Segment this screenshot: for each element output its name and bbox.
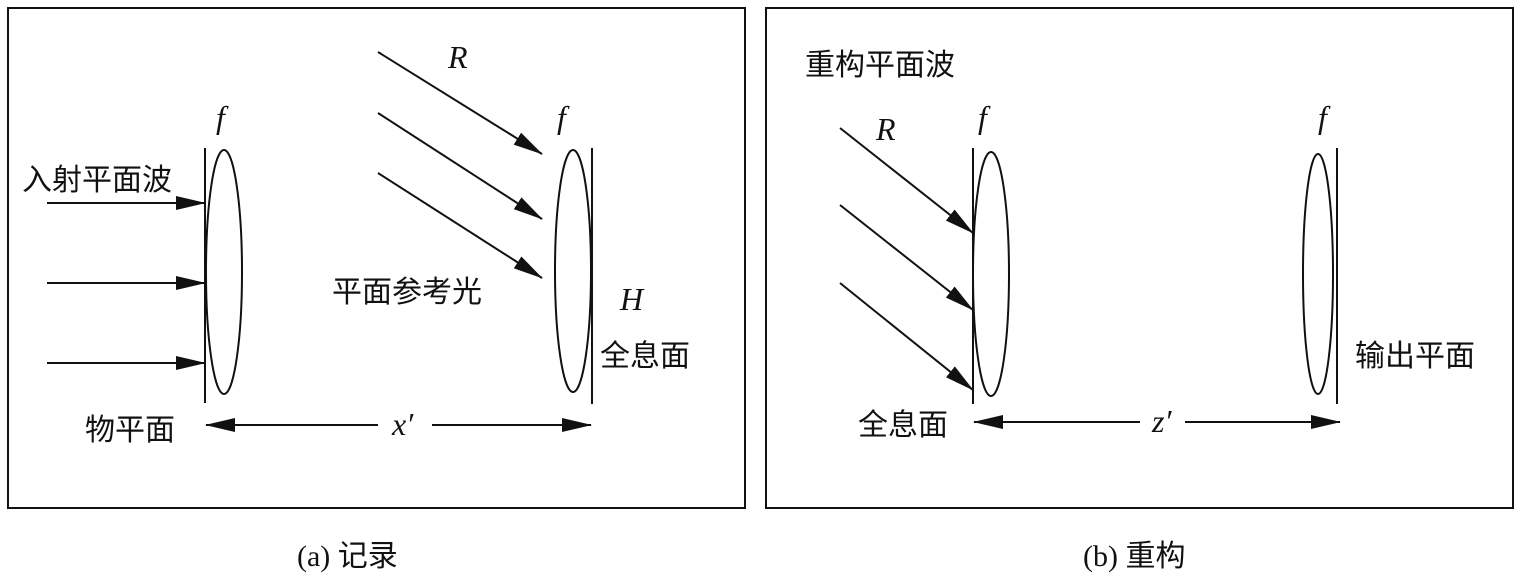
- panel-b-reconstruction: 重构平面波 R f f 输出平面 全息面 z′ (b) 重构: [765, 7, 1514, 573]
- reference-label: R: [447, 39, 468, 75]
- panel-a-frame: [7, 7, 746, 509]
- incident-wave-label: 入射平面波: [22, 163, 172, 198]
- hologram-plane-label: 全息面: [600, 339, 690, 374]
- caption-b: (b) 重构: [1083, 540, 1185, 573]
- lens-4: [1302, 153, 1334, 395]
- distance-x-label: x′: [391, 406, 414, 442]
- focal-label-1: f: [216, 99, 229, 135]
- lens-1: [205, 149, 243, 395]
- panel-a-recording: 入射平面波 f R 平面参考光 f H 全息面 物平面 x′ (a) 记录: [7, 7, 746, 573]
- panel-b-frame: [765, 7, 1514, 509]
- hologram-plane-label-b: 全息面: [858, 408, 948, 443]
- focal-label-3: f: [978, 99, 991, 135]
- reference-light-label: 平面参考光: [332, 275, 482, 310]
- lens-3: [972, 151, 1010, 397]
- output-plane-label: 输出平面: [1355, 339, 1475, 374]
- reference-label-b: R: [875, 111, 896, 147]
- distance-z-label: z′: [1151, 403, 1172, 439]
- focal-label-2: f: [557, 99, 570, 135]
- lens-2: [554, 149, 592, 393]
- reconstruction-wave-label: 重构平面波: [805, 48, 955, 83]
- focal-label-4: f: [1318, 99, 1331, 135]
- hologram-h-label: H: [619, 281, 645, 317]
- incident-arrows: [47, 196, 206, 370]
- reconstruction-arrows: [839, 127, 974, 391]
- caption-a: (a) 记录: [297, 540, 398, 573]
- object-plane-label: 物平面: [85, 413, 175, 448]
- reference-arrows: [377, 51, 543, 279]
